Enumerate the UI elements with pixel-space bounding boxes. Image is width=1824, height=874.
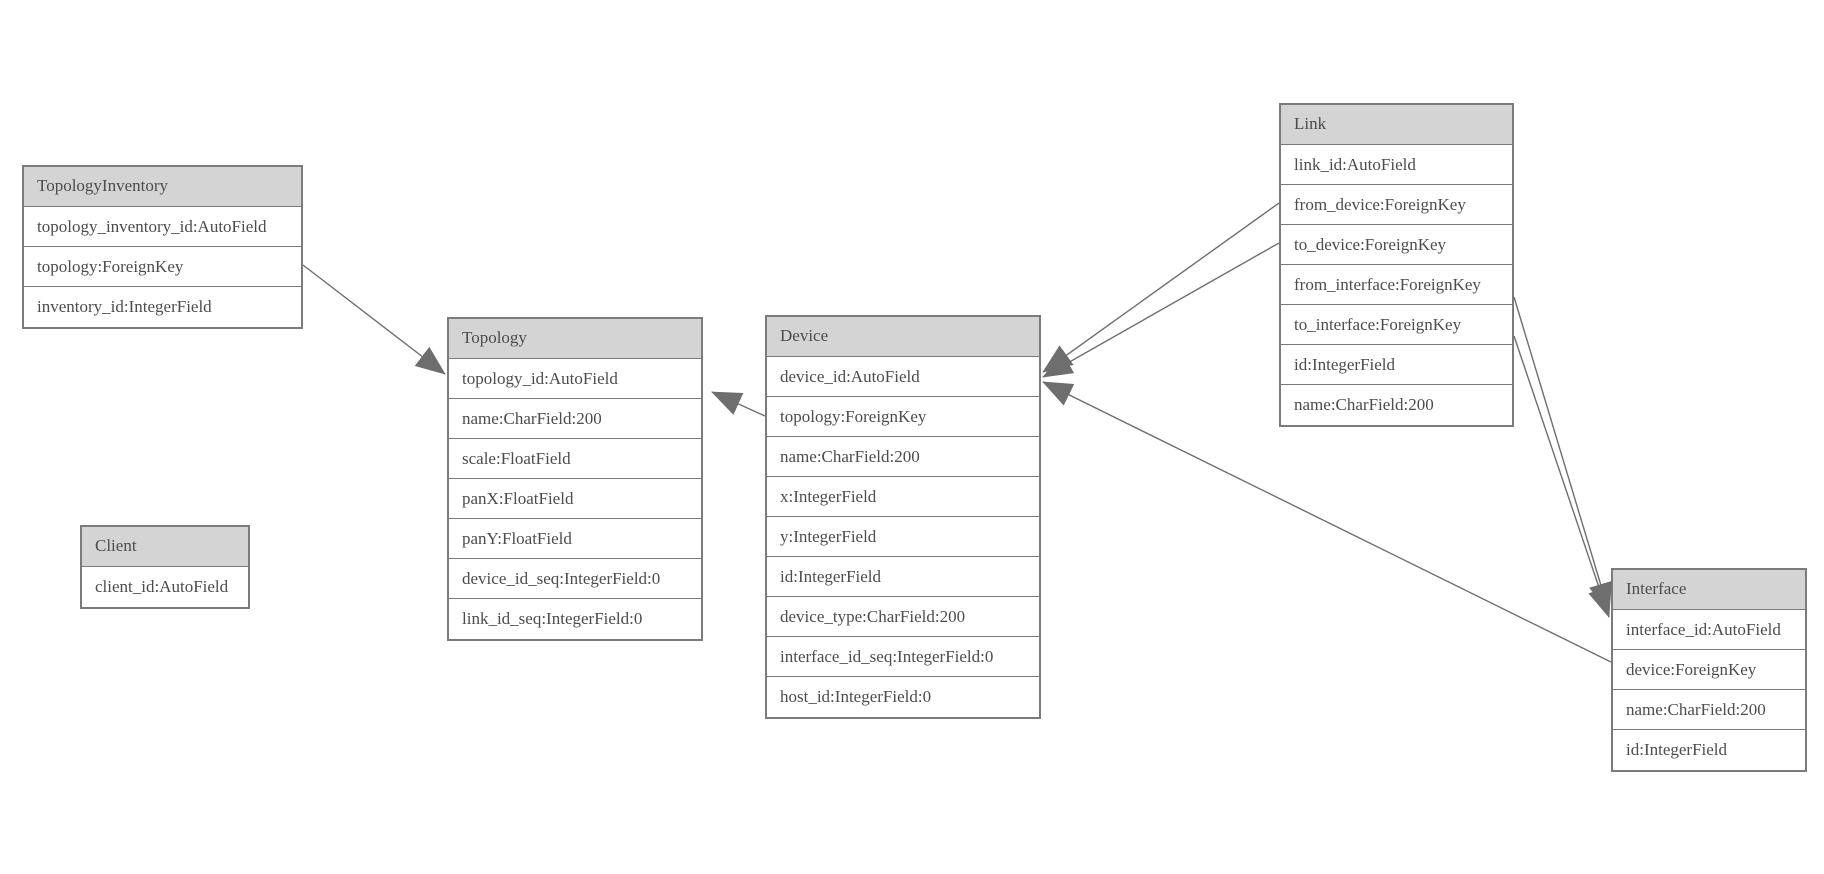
- field-row: interface_id_seq:IntegerField:0: [767, 637, 1039, 677]
- field-row: from_device:ForeignKey: [1281, 185, 1512, 225]
- field-row: y:IntegerField: [767, 517, 1039, 557]
- field-row: id:IntegerField: [1281, 345, 1512, 385]
- field-row: device:ForeignKey: [1613, 650, 1805, 690]
- field-row: to_device:ForeignKey: [1281, 225, 1512, 265]
- field-row: device_id:AutoField: [767, 357, 1039, 397]
- field-row: to_interface:ForeignKey: [1281, 305, 1512, 345]
- field-row: name:CharField:200: [1281, 385, 1512, 425]
- field-row: panY:FloatField: [449, 519, 701, 559]
- entity-title-link: Link: [1281, 105, 1512, 145]
- field-row: topology:ForeignKey: [24, 247, 301, 287]
- field-row: device_id_seq:IntegerField:0: [449, 559, 701, 599]
- field-row: link_id_seq:IntegerField:0: [449, 599, 701, 639]
- entity-title-topologyinventory: TopologyInventory: [24, 167, 301, 207]
- field-row: name:CharField:200: [1613, 690, 1805, 730]
- field-row: id:IntegerField: [1613, 730, 1805, 770]
- relation-line-device-topology-to-topology-topology_id: [711, 391, 766, 417]
- relation-line-link-to_interface-to-interface-interface_id: [1513, 335, 1612, 618]
- field-row: inventory_id:IntegerField: [24, 287, 301, 327]
- field-row: name:CharField:200: [449, 399, 701, 439]
- field-row: host_id:IntegerField:0: [767, 677, 1039, 717]
- field-row: topology:ForeignKey: [767, 397, 1039, 437]
- field-row: device_type:CharField:200: [767, 597, 1039, 637]
- entity-title-device: Device: [767, 317, 1039, 357]
- field-row: id:IntegerField: [767, 557, 1039, 597]
- relation-line-link-from_device-to-device-device_id: [1042, 202, 1280, 373]
- field-row: from_interface:ForeignKey: [1281, 265, 1512, 305]
- field-row: topology_id:AutoField: [449, 359, 701, 399]
- field-row: x:IntegerField: [767, 477, 1039, 517]
- field-row: topology_inventory_id:AutoField: [24, 207, 301, 247]
- field-row: client_id:AutoField: [82, 567, 248, 607]
- entity-title-interface: Interface: [1613, 570, 1805, 610]
- relation-line-topologyinventory-topology-to-topology-topology_id: [302, 264, 446, 375]
- entity-title-topology: Topology: [449, 319, 701, 359]
- relation-line-link-from_interface-to-interface-interface_id: [1513, 296, 1613, 613]
- field-row: panX:FloatField: [449, 479, 701, 519]
- field-row: scale:FloatField: [449, 439, 701, 479]
- relation-line-link-to_device-to-device-device_id: [1042, 242, 1280, 378]
- field-row: name:CharField:200: [767, 437, 1039, 477]
- field-row: interface_id:AutoField: [1613, 610, 1805, 650]
- field-row: link_id:AutoField: [1281, 145, 1512, 185]
- entity-title-client: Client: [82, 527, 248, 567]
